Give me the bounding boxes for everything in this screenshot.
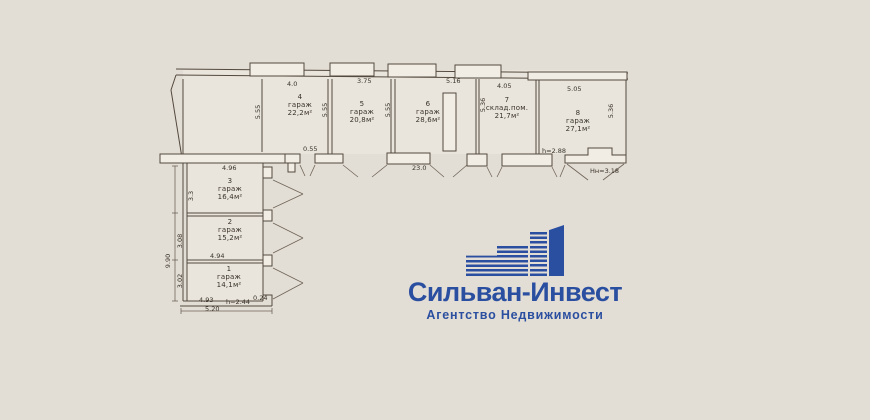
room-label-8: 8 гараж 27,1м² bbox=[553, 109, 603, 133]
room-type: гараж bbox=[217, 226, 242, 234]
logo-title: Сильван-Инвест bbox=[407, 277, 623, 307]
room-label-1: 1 гараж 14,1м² bbox=[204, 265, 254, 289]
dim-label: h=2.88 bbox=[542, 147, 567, 155]
building-tower-solid bbox=[549, 225, 564, 276]
room-type: гараж bbox=[287, 101, 312, 109]
dim-label: 5.05 bbox=[567, 85, 582, 93]
room-number: 8 bbox=[575, 109, 581, 117]
dim-label: 4.05 bbox=[497, 82, 512, 90]
dim-label: 3.75 bbox=[357, 77, 372, 85]
room-area: 28,6м² bbox=[415, 116, 441, 124]
dim-label: 4.94 bbox=[210, 252, 225, 260]
dim-label: 23.0 bbox=[412, 164, 427, 172]
room-type: гараж bbox=[217, 185, 242, 193]
dim-label: 5.36 bbox=[479, 97, 487, 113]
dim-label: 5.36 bbox=[607, 103, 615, 119]
room-type: склад.пом. bbox=[485, 104, 529, 112]
dim-label: h=2.44 bbox=[226, 298, 251, 306]
room-type: гараж bbox=[415, 108, 440, 116]
dim-label: 4.0 bbox=[287, 80, 298, 88]
dim-label: 4.96 bbox=[222, 164, 237, 172]
room-area: 27,1м² bbox=[565, 125, 591, 133]
dim-label: 5.55 bbox=[321, 102, 329, 118]
room-area: 22,2м² bbox=[287, 109, 313, 117]
building-left-block bbox=[466, 246, 528, 276]
room-area: 20,8м² bbox=[349, 116, 375, 124]
room-label-2: 2 гараж 15,2м² bbox=[205, 218, 255, 242]
dim-label: Hн=3.18 bbox=[590, 167, 620, 175]
room-area: 14,1м² bbox=[216, 281, 242, 289]
room-label-3: 3 гараж 16,4м² bbox=[205, 177, 255, 201]
room-number: 1 bbox=[226, 265, 232, 273]
dim-label: 3.3 bbox=[187, 190, 195, 202]
room-number: 4 bbox=[297, 93, 303, 101]
dim-label: 3.02 bbox=[176, 273, 184, 289]
dim-label: 5.20 bbox=[205, 305, 220, 313]
building-icon bbox=[466, 224, 564, 277]
room-label-6: 6 гараж 28,6м² bbox=[403, 100, 453, 124]
room-area: 15,2м² bbox=[217, 234, 243, 242]
dim-label: 5.16 bbox=[446, 77, 461, 85]
room-number: 7 bbox=[504, 96, 510, 104]
room-area: 21,7м² bbox=[494, 112, 520, 120]
dim-label: 0.24 bbox=[253, 294, 268, 302]
room-number: 5 bbox=[359, 100, 365, 108]
dim-label: 9.90 bbox=[164, 253, 172, 269]
dim-label: 5.55 bbox=[254, 104, 262, 120]
dim-label: 3.08 bbox=[176, 233, 184, 249]
room-type: гараж bbox=[565, 117, 590, 125]
room-number: 3 bbox=[227, 177, 233, 185]
logo-subtitle: Агентство Недвижимости bbox=[426, 308, 604, 322]
dim-label: 5.55 bbox=[384, 102, 392, 118]
room-label-4: 4 гараж 22,2м² bbox=[275, 93, 325, 117]
dim-label: 0.55 bbox=[303, 145, 318, 153]
room-type: гараж bbox=[349, 108, 374, 116]
room-number: 6 bbox=[425, 100, 431, 108]
building-tower-stripes bbox=[530, 232, 547, 276]
room-area: 16,4м² bbox=[217, 193, 243, 201]
agency-logo: Сильван-Инвест Агентство Недвижимости bbox=[393, 224, 637, 322]
room-label-5: 5 гараж 20,8м² bbox=[337, 100, 387, 124]
dim-label: 4.93 bbox=[199, 296, 214, 304]
room-number: 2 bbox=[227, 218, 233, 226]
room-label-7: 7 склад.пом. 21,7м² bbox=[482, 96, 532, 120]
room-type: гараж bbox=[216, 273, 241, 281]
